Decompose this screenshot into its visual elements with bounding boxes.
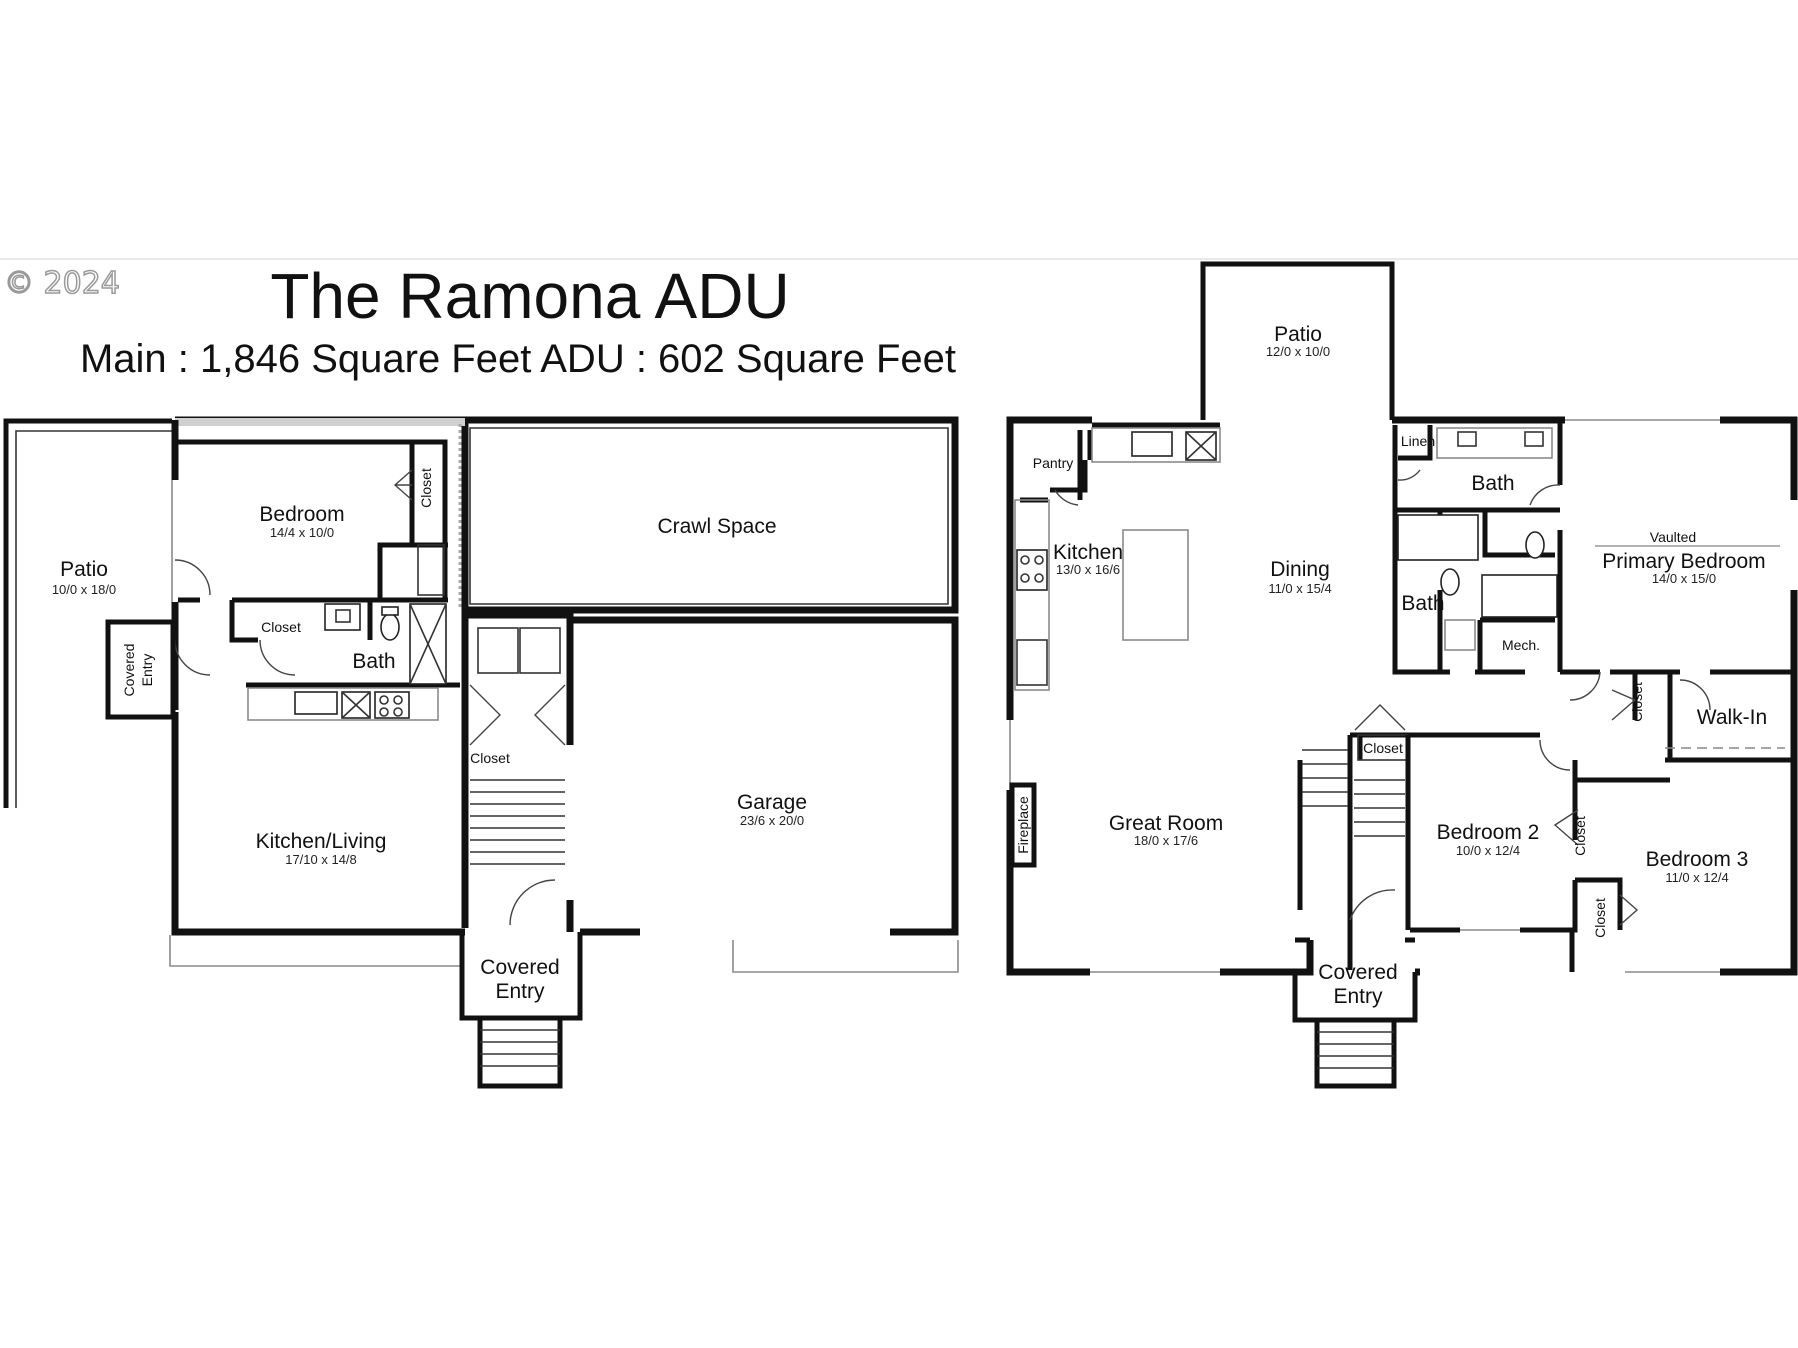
- plan-subtitle: Main : 1,846 Square Feet ADU : 602 Squar…: [80, 337, 956, 381]
- crawl-space-label: Crawl Space: [657, 515, 776, 538]
- adu-bath-sink: [324, 603, 361, 631]
- main-kitchen-dim: 13/0 x 16/6: [1056, 562, 1120, 577]
- main-kitchen-counter-side: [1014, 499, 1050, 691]
- crawl-space-wall: [465, 416, 959, 614]
- adu-hall-closet-label: Closet: [261, 619, 301, 635]
- main-toilet-2: [1440, 568, 1460, 596]
- adu-bath-label: Bath: [352, 650, 395, 673]
- bedroom2-dim: 10/0 x 12/4: [1456, 843, 1520, 858]
- fireplace-label: Fireplace: [1015, 796, 1031, 854]
- fireplace: [1009, 782, 1037, 868]
- bedroom2-closet-label: Closet: [1572, 816, 1588, 856]
- adu-bedroom-dim: 14/4 x 10/0: [270, 525, 334, 540]
- main-kitchen-island: [1122, 529, 1189, 641]
- bedroom3-dim: 11/0 x 12/4: [1665, 870, 1728, 885]
- adu-stairs: [470, 779, 565, 865]
- garage-label: Garage: [737, 791, 807, 814]
- main-shower-1: [1397, 514, 1479, 561]
- adu-patio-dim: 10/0 x 18/0: [52, 582, 116, 597]
- adu-floor-plan: [3, 416, 959, 1089]
- adu-bedroom-label: Bedroom: [259, 503, 344, 526]
- main-kitchen-sink: [1131, 431, 1173, 457]
- main-stairs: [1302, 749, 1405, 837]
- main-front-entry-line2: Entry: [1333, 985, 1383, 1008]
- main-kitchen-counter-top: [1091, 427, 1221, 463]
- main-kitchen-label: Kitchen: [1053, 541, 1123, 564]
- copyright-mark: © 2024: [4, 266, 120, 301]
- primary-bedroom-dim: 14/0 x 15/0: [1652, 571, 1716, 586]
- main-outer-wall-left: [1006, 416, 1092, 720]
- adu-kitchen-living-label: Kitchen/Living: [256, 830, 387, 853]
- main-bath-lower-label: Bath: [1401, 592, 1444, 615]
- pantry-label: Pantry: [1033, 455, 1073, 471]
- main-patio-label: Patio: [1274, 323, 1322, 346]
- great-room-dim: 18/0 x 17/6: [1134, 833, 1198, 848]
- adu-front-entry-line2: Entry: [495, 980, 545, 1003]
- great-room-label: Great Room: [1109, 812, 1223, 835]
- adu-covered-entry-line1: Covered: [121, 644, 137, 697]
- main-shower-2: [1481, 574, 1558, 618]
- dining-label: Dining: [1270, 558, 1330, 581]
- main-entry-steps: [1314, 1017, 1397, 1089]
- vaulted-note: Vaulted: [1650, 529, 1696, 545]
- adu-patio-label: Patio: [60, 558, 108, 581]
- adu-outer-wall-bottom: [171, 712, 465, 936]
- bedroom3-closet-label: Closet: [1592, 898, 1608, 938]
- main-hall-closet-label: Closet: [1363, 740, 1403, 756]
- main-patio-dim: 12/0 x 10/0: [1266, 344, 1330, 359]
- adu-kitchen-living-dim: 17/10 x 14/8: [285, 852, 357, 867]
- adu-front-entry-line1: Covered: [480, 956, 559, 979]
- main-toilet-1: [1525, 531, 1545, 559]
- adu-patio-outline: [3, 418, 172, 808]
- adu-covered-entry-line2: Entry: [139, 654, 155, 687]
- adu-kitchen-sink: [294, 691, 338, 715]
- walk-in-label: Walk-In: [1697, 706, 1767, 729]
- dining-dim: 11/0 x 15/4: [1268, 581, 1331, 596]
- bedroom2-label: Bedroom 2: [1437, 821, 1540, 844]
- main-bath-vanity: [1436, 427, 1553, 459]
- bedroom3-label: Bedroom 3: [1646, 848, 1749, 871]
- main-front-entry-line1: Covered: [1318, 961, 1397, 984]
- main-outer-wall-right: [1720, 590, 1798, 976]
- garage-wall: [570, 616, 959, 936]
- garage-dim: 23/6 x 20/0: [740, 813, 804, 828]
- primary-bedroom-label: Primary Bedroom: [1602, 550, 1765, 573]
- adu-entry-steps: [477, 1015, 563, 1089]
- primary-closet-label: Closet: [1629, 682, 1645, 722]
- stair-closet-label: Closet: [470, 750, 510, 766]
- plan-title: The Ramona ADU: [270, 260, 789, 332]
- main-floor-plan: [1006, 261, 1798, 1089]
- main-bath-upper-label: Bath: [1471, 472, 1514, 495]
- main-patio-outline: [1200, 261, 1395, 420]
- linen-label: Linen: [1401, 433, 1435, 449]
- mech-label: Mech.: [1502, 637, 1540, 653]
- adu-toilet: [380, 613, 400, 641]
- adu-bedroom-closet-label: Closet: [418, 468, 434, 508]
- adu-kitchen-counter: [247, 687, 439, 721]
- main-range: [1016, 549, 1048, 591]
- adu-covered-entry: [105, 619, 176, 720]
